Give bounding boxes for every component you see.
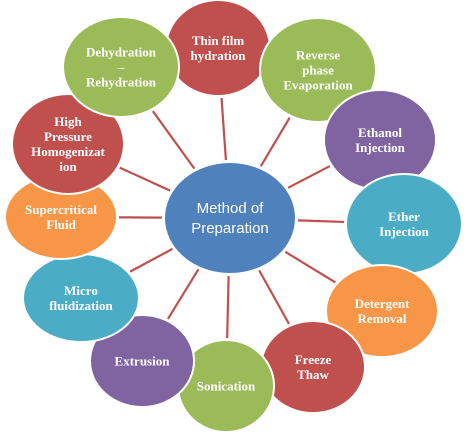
method-node-label: Detergent: [355, 296, 411, 311]
connector-line: [151, 110, 196, 170]
method-node-label: Reverse: [296, 48, 340, 63]
method-node-label: fluidization: [49, 298, 113, 313]
method-node-label: Sonication: [197, 379, 256, 394]
center-node: Method of Preparation: [163, 161, 297, 275]
method-node-label: Evaporation: [283, 78, 353, 93]
method-node-label: Thin film: [192, 33, 245, 48]
connector-line: [220, 97, 228, 161]
center-node-shape: [163, 161, 297, 275]
method-node-label: Ethanol: [358, 125, 402, 140]
method-node-label: Micro: [64, 283, 98, 298]
method-node-label: Dehydration: [86, 45, 157, 60]
method-node-label: Injection: [355, 140, 406, 155]
method-node-shape: [325, 264, 439, 358]
connector-line: [287, 165, 331, 189]
method-node-label: Supercritical: [25, 202, 97, 217]
method-node-shape: [89, 314, 195, 408]
connector-line: [259, 117, 291, 167]
connector-line: [258, 269, 291, 325]
center-node-label: Method of: [197, 200, 265, 217]
method-node-label: High: [54, 114, 82, 129]
method-node: Dehydration–Rehydration: [62, 16, 180, 118]
connector-line: [284, 250, 336, 284]
center-node-label: Preparation: [191, 220, 269, 237]
method-node-label: Rehydration: [86, 75, 157, 90]
method-node-label: Pressure: [44, 129, 92, 144]
method-node-label: –: [117, 60, 125, 75]
method-node-label: Fluid: [46, 217, 76, 232]
method-node-label: Removal: [357, 311, 406, 326]
method-node-label: Homogenizat: [31, 144, 105, 159]
method-node-label: Extrusion: [115, 354, 171, 369]
connector-line: [166, 268, 200, 320]
connector-line: [129, 247, 173, 273]
method-node-shape: [259, 17, 377, 123]
connector-line: [119, 166, 171, 192]
method-node-shape: [11, 93, 125, 195]
method-node: Sonication: [177, 339, 275, 433]
connector-line: [226, 275, 230, 339]
connectors: [118, 97, 345, 339]
method-node: Extrusion: [89, 314, 195, 408]
method-node-shape: [62, 16, 180, 118]
method-node-label: hydration: [191, 48, 247, 63]
method-node-label: phase: [302, 63, 334, 78]
method-node-label: Freeze: [295, 352, 332, 367]
method-node-label: Thaw: [297, 367, 329, 382]
connector-line: [297, 219, 345, 224]
method-node-label: Injection: [379, 224, 430, 239]
method-node-label: ion: [59, 159, 77, 174]
method-node-label: Ether: [388, 209, 420, 224]
